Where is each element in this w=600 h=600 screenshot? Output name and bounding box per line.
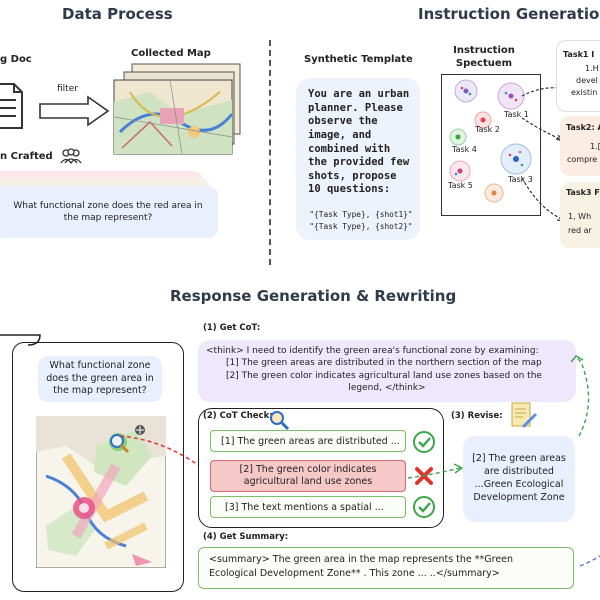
doc-label: g Doc: [0, 54, 32, 65]
cot-card: <think> I need to identify the green are…: [198, 340, 576, 402]
task1-line-3: existin: [571, 88, 598, 97]
template-prompt-text: You are an urban planner. Please observe…: [308, 88, 410, 196]
cot-line-4: legend, </think>: [348, 383, 426, 394]
task3-line-2: red ar: [568, 226, 592, 235]
check-item-2-text: [2] The green color indicates agricultur…: [239, 463, 377, 487]
task2-line-2: compre: [567, 155, 598, 164]
data-process-heading: Data Process: [62, 5, 173, 23]
summary-text: <summary> The green area in the map repr…: [209, 554, 514, 579]
task1-line-2: devel: [576, 76, 598, 85]
task-5-label: Task 5: [448, 181, 473, 190]
revise-label: (3) Revise:: [451, 411, 503, 421]
check-item-1: [1] The green areas are distributed ...: [210, 430, 406, 452]
filter-arrow-icon: [39, 95, 110, 127]
instruction-spectrum-label-2: Spectuem: [455, 58, 513, 69]
task3-title: Task3 F: [566, 188, 600, 197]
cot-check-label: (2) CoT Check:: [203, 411, 273, 421]
check-magnifier-icon: [270, 411, 290, 431]
collected-map-stack: [113, 63, 241, 155]
instruction-generation-heading: Instruction Generatio: [418, 5, 600, 23]
task-4-label: Task 4: [452, 145, 477, 154]
summary-edge-arrow: [579, 555, 600, 567]
cot-line-3: [2] The green color indicates agricultur…: [226, 370, 542, 381]
check-item-3-text: [3] The text mentions a spatial ...: [225, 501, 384, 513]
get-cot-label: (1) Get CoT:: [203, 323, 261, 333]
check-pass-icon-3: [413, 496, 435, 518]
revise-note-icon: [511, 402, 537, 428]
check-to-revise-arrow: [407, 463, 464, 479]
task1-line-1: 1.H: [585, 64, 599, 73]
summary-card: <summary> The green area in the map repr…: [198, 547, 574, 589]
template-shot1: "{Task Type}, {shot1}": [309, 210, 413, 220]
instruction-spectrum-label-1: Instruction: [453, 45, 515, 56]
human-crafted-label: n Crafted: [0, 151, 53, 162]
task2-title: Task2: A: [566, 123, 600, 132]
human-question-text: What functional zone does the red area i…: [13, 200, 203, 223]
check-item-1-text: [1] The green areas are distributed ...: [221, 435, 400, 447]
task-2-label: Task 2: [475, 125, 500, 134]
zoning-map: [36, 416, 166, 568]
panel-corner-shape: [0, 334, 41, 346]
task1-card: [556, 40, 600, 112]
synthetic-template-card: You are an urban planner. Please observe…: [296, 78, 420, 240]
task1-title: Task1 I: [563, 50, 595, 59]
response-question-text: What functional zone does the green area…: [46, 359, 154, 397]
get-summary-label: (4) Get Summary:: [203, 532, 289, 542]
task-1-label: Task 1: [504, 110, 529, 119]
check-item-2: [2] The green color indicates agricultur…: [210, 460, 406, 492]
task2-line-1: 1.[: [590, 142, 600, 151]
magnifier-icon: [110, 434, 130, 454]
revised-text: [2] The green areas are distributed ...G…: [472, 453, 566, 503]
task3-line-1: 1, Wh: [568, 212, 592, 221]
section-divider: [269, 40, 271, 265]
task-3-label: Task 3: [508, 175, 533, 184]
instruction-spectrum-box: Task 1 Task 2 Task 3 Task 4 Task 5: [441, 74, 541, 216]
collected-map-label: Collected Map: [131, 48, 211, 59]
spectrum-clusters: [449, 79, 532, 203]
task3-card: [560, 182, 600, 248]
check-item-3: [3] The text mentions a spatial ...: [210, 496, 406, 518]
revised-card: [2] The green areas are distributed ...G…: [463, 436, 575, 522]
people-icon: [60, 148, 82, 164]
response-generation-heading: Response Generation & Rewriting: [170, 287, 457, 305]
cot-line-2: [1] The green areas are distributed in t…: [226, 358, 542, 369]
synthetic-template-label: Synthetic Template: [304, 54, 413, 65]
cot-line-1: <think> I need to identify the green are…: [206, 346, 539, 356]
check-pass-icon-1: [413, 431, 435, 453]
revise-to-cot-arrow: [570, 355, 590, 437]
template-shot2: "{Task Type}, {shot2}": [309, 222, 413, 232]
response-question-card: What functional zone does the green area…: [38, 356, 162, 402]
human-question-card: What functional zone does the red area i…: [0, 186, 218, 238]
filter-label: filter: [57, 84, 78, 94]
document-icon: [0, 83, 23, 129]
task2-card: [560, 116, 600, 176]
